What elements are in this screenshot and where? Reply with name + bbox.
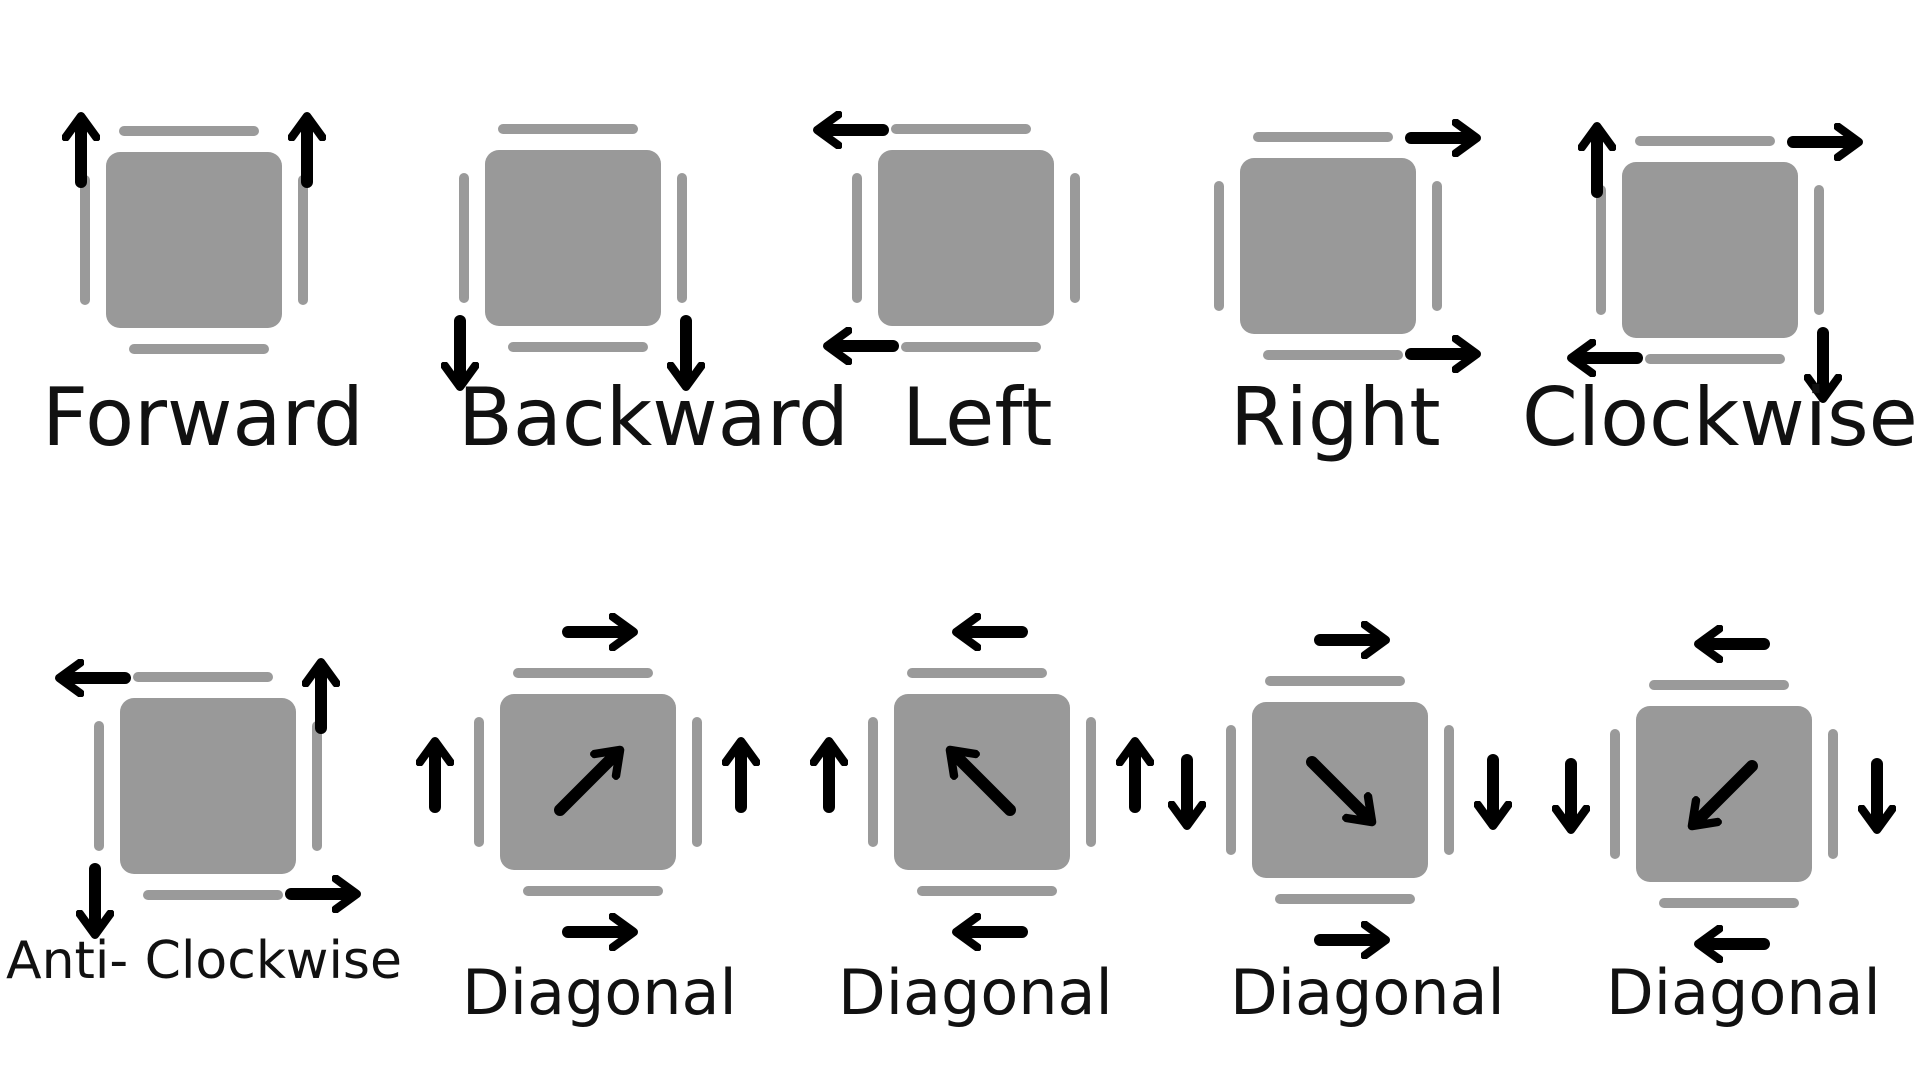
roller-bar-left <box>80 175 90 305</box>
roller-bar-top <box>119 126 259 136</box>
roller-bar-top <box>1265 676 1405 686</box>
roller-bar-bottom <box>508 342 648 352</box>
figure-diagonal-down-left <box>1571 644 1877 944</box>
roller-bar-right <box>298 175 308 305</box>
figure-right <box>1214 132 1471 360</box>
roller-bar-right <box>1444 725 1454 855</box>
figure-diagonal-down-right <box>1187 640 1493 940</box>
roller-bar-right <box>1432 181 1442 311</box>
label-diagonal-2: Diagonal <box>838 956 1113 1029</box>
label-backward: Backward <box>458 371 849 464</box>
roller-bar-top <box>1635 136 1775 146</box>
roller-bar-bottom <box>1275 894 1415 904</box>
roller-bar-right <box>1814 185 1824 315</box>
label-left: Left <box>902 371 1053 464</box>
roller-bar-bottom <box>1263 350 1403 360</box>
roller-bar-left <box>1596 185 1606 315</box>
center-arrow-down-left <box>1696 760 1758 822</box>
roller-bar-top <box>513 668 653 678</box>
roller-bar-bottom <box>917 886 1057 896</box>
label-anti-clockwise: Anti- Clockwise <box>6 931 402 991</box>
label-right: Right <box>1230 371 1441 464</box>
label-diagonal-4: Diagonal <box>1606 956 1881 1029</box>
roller-bar-left <box>1226 725 1236 855</box>
roller-bar-left <box>94 721 104 851</box>
roller-bar-left <box>852 173 862 303</box>
figure-diagonal-up-right <box>435 632 741 932</box>
figure-diagonal-up-left <box>829 632 1135 932</box>
figure-left <box>823 124 1080 352</box>
robot-body <box>106 152 282 328</box>
roller-bar-right <box>1828 729 1838 859</box>
roller-bar-left <box>459 173 469 303</box>
robot-body <box>1622 162 1798 338</box>
roller-bar-top <box>1649 680 1789 690</box>
roller-bar-left <box>1214 181 1224 311</box>
roller-bar-top <box>1253 132 1393 142</box>
roller-bar-left <box>474 717 484 847</box>
roller-bar-right <box>1070 173 1080 303</box>
roller-bar-right <box>692 717 702 847</box>
roller-bar-bottom <box>129 344 269 354</box>
roller-bar-top <box>907 668 1047 678</box>
robot-body <box>1240 158 1416 334</box>
roller-bar-right <box>677 173 687 303</box>
label-clockwise: Clockwise <box>1522 371 1918 464</box>
figure-clockwise <box>1577 132 1853 393</box>
roller-bar-top <box>133 672 273 682</box>
robot-body <box>120 698 296 874</box>
roller-bar-bottom <box>1659 898 1799 908</box>
roller-bar-right <box>1086 717 1096 847</box>
roller-bar-bottom <box>901 342 1041 352</box>
center-arrow-up-left <box>954 754 1016 816</box>
label-diagonal-1: Diagonal <box>462 956 737 1029</box>
label-diagonal-3: Diagonal <box>1230 956 1505 1029</box>
roller-bar-top <box>498 124 638 134</box>
roller-bar-right <box>312 721 322 851</box>
figure-backward <box>459 124 687 381</box>
figure-forward <box>80 122 308 354</box>
roller-bar-bottom <box>1645 354 1785 364</box>
roller-bar-bottom <box>143 890 283 900</box>
roller-bar-bottom <box>523 886 663 896</box>
center-arrow-up-right <box>554 754 616 816</box>
roller-bar-left <box>1610 729 1620 859</box>
roller-bar-top <box>891 124 1031 134</box>
robot-body <box>485 150 661 326</box>
figure-anti-clockwise <box>65 668 351 929</box>
label-forward: Forward <box>42 371 364 464</box>
robot-body <box>878 150 1054 326</box>
roller-bar-left <box>868 717 878 847</box>
center-arrow-down-right <box>1306 756 1368 818</box>
